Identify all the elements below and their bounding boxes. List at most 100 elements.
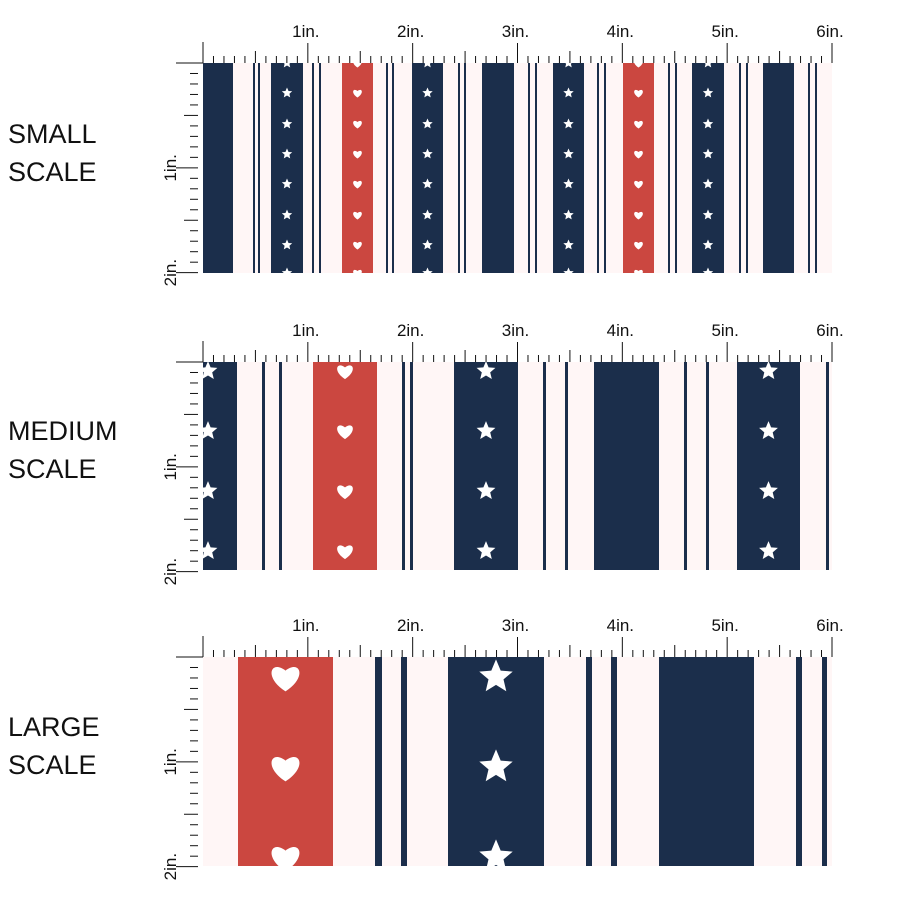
heart-icon — [634, 120, 643, 129]
star-icon — [281, 209, 293, 220]
star-icon — [563, 148, 574, 159]
thin-stripe — [258, 63, 260, 273]
star-icon — [422, 57, 433, 68]
star-icon — [702, 87, 714, 98]
thin-stripe — [611, 657, 617, 866]
red-stripe — [623, 63, 654, 273]
heart-icon — [634, 241, 643, 250]
star-icon — [563, 87, 574, 98]
ruler-medium: 1in.2in.3in.4in.5in.6in.1in.2in. — [161, 321, 844, 585]
thin-stripe — [543, 362, 546, 570]
heart-icon — [634, 89, 643, 98]
star-icon — [281, 178, 293, 189]
thin-stripe — [386, 63, 388, 273]
star-icon — [422, 148, 433, 159]
heart-icon — [634, 269, 643, 278]
star-icon — [702, 118, 714, 129]
thin-stripe — [815, 63, 817, 273]
navy-stripe — [692, 63, 724, 273]
star-icon — [281, 87, 293, 98]
heart-icon — [353, 211, 362, 220]
heart-icon — [634, 59, 643, 68]
star-icon — [198, 481, 218, 499]
navy-stripe — [412, 63, 443, 273]
thin-stripe — [746, 63, 748, 273]
ruler-x-label: 2in. — [397, 616, 424, 635]
ruler-x-label: 1in. — [292, 321, 319, 340]
star-icon — [476, 541, 496, 559]
ruler-x-label: 2in. — [397, 22, 424, 41]
ruler-x-label: 2in. — [397, 321, 424, 340]
star-icon — [422, 239, 433, 250]
thin-stripe — [410, 362, 413, 570]
star-icon — [702, 148, 714, 159]
heart-icon — [634, 211, 643, 220]
star-icon — [563, 209, 574, 220]
ruler-x-label: 4in. — [607, 321, 634, 340]
large-scale-label: LARGE SCALE — [8, 708, 100, 784]
star-icon — [759, 541, 778, 559]
ruler-x-label: 1in. — [292, 616, 319, 635]
heart-icon — [353, 241, 362, 250]
fabric-swatch-small — [203, 57, 832, 278]
star-icon — [759, 481, 778, 499]
star-icon — [479, 839, 513, 872]
star-icon — [476, 361, 496, 379]
thin-stripe — [458, 63, 460, 273]
star-icon — [563, 178, 574, 189]
ruler-x-label: 1in. — [292, 22, 319, 41]
thin-stripe — [279, 362, 282, 570]
heart-icon — [337, 485, 353, 500]
thin-stripe — [675, 63, 677, 273]
thin-stripe — [706, 362, 709, 570]
thin-stripe — [375, 657, 382, 866]
thin-stripe — [392, 63, 394, 273]
heart-icon — [353, 269, 362, 278]
fabric-swatch-large — [203, 657, 832, 872]
star-icon — [198, 361, 218, 379]
thin-stripe — [464, 63, 466, 273]
thin-stripe — [796, 657, 802, 866]
thin-stripe — [401, 657, 407, 866]
heart-icon — [337, 365, 353, 380]
thin-stripe — [684, 362, 687, 570]
star-icon — [422, 87, 433, 98]
star-icon — [198, 421, 218, 439]
star-icon — [281, 118, 293, 129]
ruler-y-label: 2in. — [161, 853, 180, 880]
label-line: LARGE — [8, 712, 100, 742]
ruler-y-label: 1in. — [161, 154, 180, 181]
star-icon — [759, 421, 778, 439]
thin-stripe — [402, 362, 405, 570]
star-icon — [479, 749, 513, 782]
ruler-x-label: 3in. — [502, 616, 529, 635]
heart-icon — [634, 150, 643, 159]
thin-stripe — [535, 63, 537, 273]
heart-icon — [634, 180, 643, 189]
thin-stripe — [253, 63, 255, 273]
star-icon — [422, 267, 433, 278]
thin-stripe — [808, 63, 810, 273]
star-icon — [422, 209, 433, 220]
ruler-x-label: 6in. — [816, 616, 843, 635]
heart-icon — [353, 180, 362, 189]
thin-stripe — [739, 63, 741, 273]
navy-stripe — [737, 362, 800, 570]
ruler-x-label: 3in. — [502, 321, 529, 340]
ruler-x-label: 3in. — [502, 22, 529, 41]
thin-stripe — [319, 63, 321, 273]
star-icon — [281, 267, 293, 278]
navy-stripe — [203, 362, 237, 570]
star-icon — [702, 178, 714, 189]
heart-icon — [353, 120, 362, 129]
star-icon — [281, 239, 293, 250]
star-icon — [563, 267, 574, 278]
navy-stripe — [482, 63, 514, 273]
thin-stripe — [826, 362, 829, 570]
label-line: SCALE — [8, 750, 97, 780]
navy-stripe — [594, 362, 659, 570]
swatch-background — [203, 63, 832, 273]
navy-stripe — [553, 63, 584, 273]
label-line: MEDIUM — [8, 416, 118, 446]
ruler-x-label: 5in. — [711, 616, 738, 635]
